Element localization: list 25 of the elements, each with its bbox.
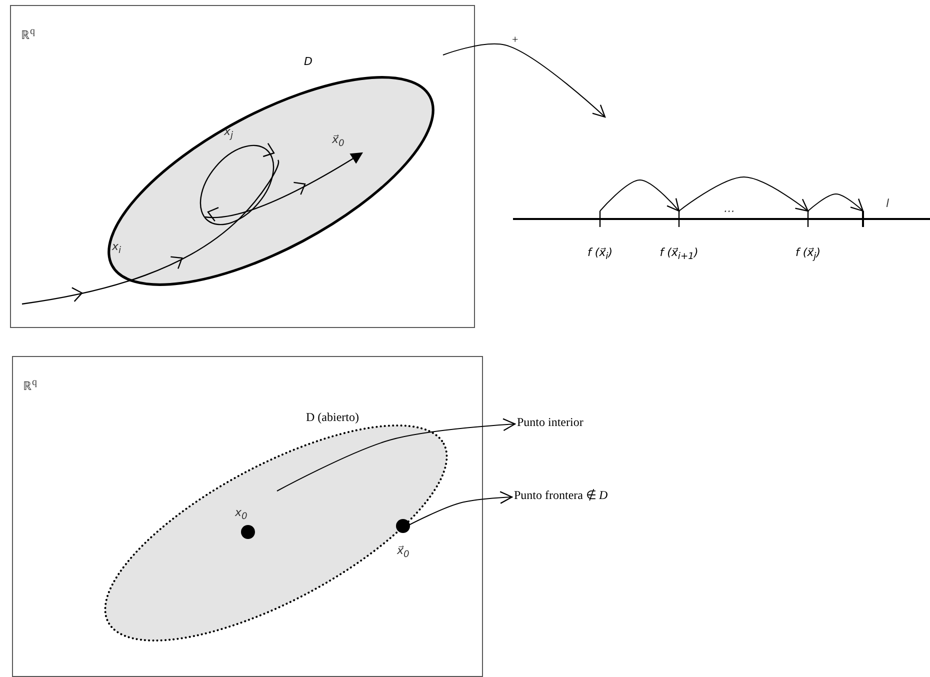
space-label: ℝ$^{q}$ bbox=[23, 377, 37, 394]
math-label: x$_{i}$ bbox=[112, 241, 122, 256]
point-label: x⃗$_{0}$ bbox=[397, 545, 410, 560]
math-label: l bbox=[886, 198, 890, 210]
function-value-label: f (x⃗$_{i}$) bbox=[586, 247, 614, 262]
function-value-label: f (x⃗$_{j}$) bbox=[794, 247, 822, 262]
math-label: x⃗$_{0}$ bbox=[332, 134, 344, 150]
function-value-label: f (x⃗$_{i+1}$) bbox=[658, 247, 700, 262]
math-label: x$_{j}$ bbox=[224, 126, 234, 142]
tick-mark bbox=[862, 211, 864, 227]
math-label: … bbox=[724, 203, 735, 216]
region-label: D bbox=[304, 56, 312, 68]
arrow bbox=[600, 180, 680, 212]
plot-panel bbox=[10, 5, 475, 328]
space-label: ℝ$^{q}$ bbox=[21, 26, 35, 42]
arrow bbox=[808, 194, 864, 212]
point-label: x$_{0}$ bbox=[235, 507, 248, 522]
arrow bbox=[442, 43, 606, 118]
arrow bbox=[276, 418, 516, 492]
arrow bbox=[678, 176, 809, 212]
region-label: D (abierto) bbox=[306, 411, 359, 424]
arrow bbox=[408, 491, 513, 526]
callout-text: Punto frontera ∉ D bbox=[514, 489, 608, 502]
plot-panel bbox=[12, 356, 483, 677]
callout-text: Punto interior bbox=[517, 416, 584, 430]
